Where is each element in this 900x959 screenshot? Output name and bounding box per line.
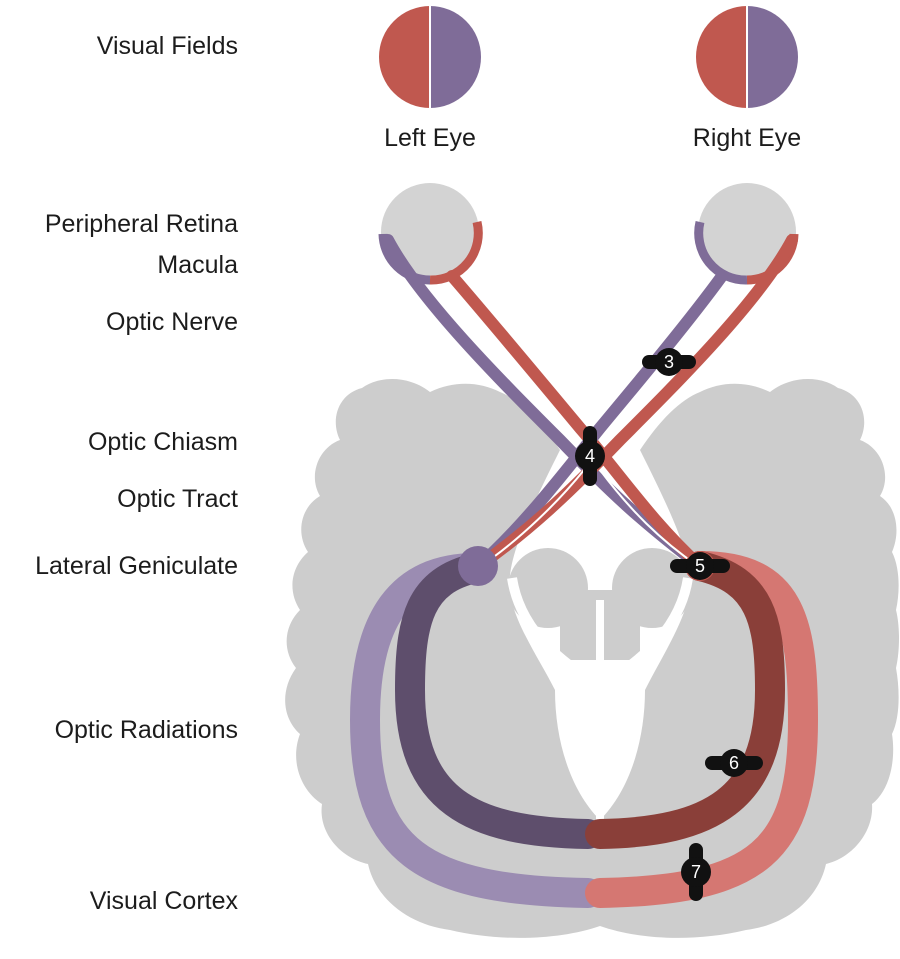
label-lateral-geniculate: Lateral Geniculate <box>35 552 238 581</box>
label-left-eye: Left Eye <box>360 124 500 153</box>
lesion-marker-5-label: 5 <box>695 556 705 576</box>
right-eye-field-purple-half <box>747 6 798 108</box>
label-peripheral-retina: Peripheral Retina <box>45 210 238 239</box>
label-optic-tract: Optic Tract <box>117 485 238 514</box>
left-lateral-geniculate-nucleus <box>458 546 498 586</box>
right-eye-visual-field <box>696 6 798 108</box>
label-visual-cortex: Visual Cortex <box>90 887 238 916</box>
left-eye-field-red-half <box>379 6 430 108</box>
lesion-marker-3-label: 3 <box>664 352 674 372</box>
label-macula: Macula <box>157 251 238 280</box>
right-eye-field-red-half <box>696 6 747 108</box>
lesion-marker-7-label: 7 <box>691 862 701 882</box>
lesion-marker-4-label: 4 <box>585 446 595 466</box>
label-optic-radiations: Optic Radiations <box>55 716 238 745</box>
label-optic-chiasm: Optic Chiasm <box>88 428 238 457</box>
left-hemisphere <box>285 379 600 938</box>
label-right-eye: Right Eye <box>677 124 817 153</box>
left-eye-field-purple-half <box>430 6 481 108</box>
label-optic-nerve: Optic Nerve <box>106 308 238 337</box>
left-eye-visual-field <box>379 6 481 108</box>
label-visual-fields: Visual Fields <box>97 32 238 61</box>
lesion-marker-6-label: 6 <box>729 753 739 773</box>
